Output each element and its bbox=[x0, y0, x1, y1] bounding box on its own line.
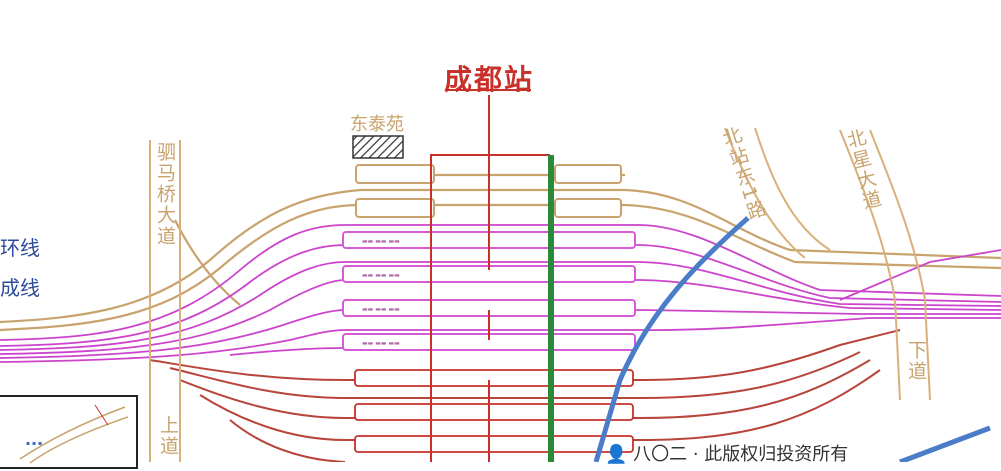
shangdao-label: 上道 bbox=[157, 415, 179, 457]
red-platforms bbox=[354, 369, 634, 453]
red-tracks bbox=[149, 329, 901, 462]
xiadao-label: 下道 bbox=[905, 340, 927, 382]
roads bbox=[149, 127, 931, 462]
line-chengxian-label: 成线 bbox=[0, 276, 40, 300]
svg-text:▬▬ ▬▬ ▬▬: ▬▬ ▬▬ ▬▬ bbox=[362, 238, 400, 245]
green-bar bbox=[548, 155, 554, 462]
inset-map-graphic: ▪ ▪ ▪ bbox=[19, 404, 129, 464]
station-title: 成都站 bbox=[444, 63, 535, 96]
svg-text:▬▬ ▬▬ ▬▬: ▬▬ ▬▬ ▬▬ bbox=[362, 306, 400, 313]
inset-map: ▪ ▪ ▪ bbox=[0, 395, 138, 469]
dongtaiyuan-label: 东泰苑 bbox=[350, 114, 404, 135]
dongtaiyuan-block bbox=[352, 135, 404, 159]
metro-line bbox=[593, 216, 750, 462]
platform-tags: ▬▬ ▬▬ ▬▬ ▬▬ ▬▬ ▬▬ ▬▬ ▬▬ ▬▬ ▬▬ ▬▬ ▬▬ bbox=[362, 238, 400, 347]
gold-platforms bbox=[355, 164, 622, 218]
svg-text:▪ ▪ ▪: ▪ ▪ ▪ bbox=[26, 440, 42, 447]
svg-text:▬▬ ▬▬ ▬▬: ▬▬ ▬▬ ▬▬ bbox=[362, 272, 400, 279]
watermark: 👤 八〇二 · 此版权归投资所有 bbox=[605, 444, 849, 465]
simahe-road-label: 驷马桥大道 bbox=[154, 142, 176, 247]
metro-line-2 bbox=[899, 425, 991, 462]
svg-text:▬▬ ▬▬ ▬▬: ▬▬ ▬▬ ▬▬ bbox=[362, 340, 400, 347]
line-huanxian-label: 环线 bbox=[0, 236, 40, 260]
